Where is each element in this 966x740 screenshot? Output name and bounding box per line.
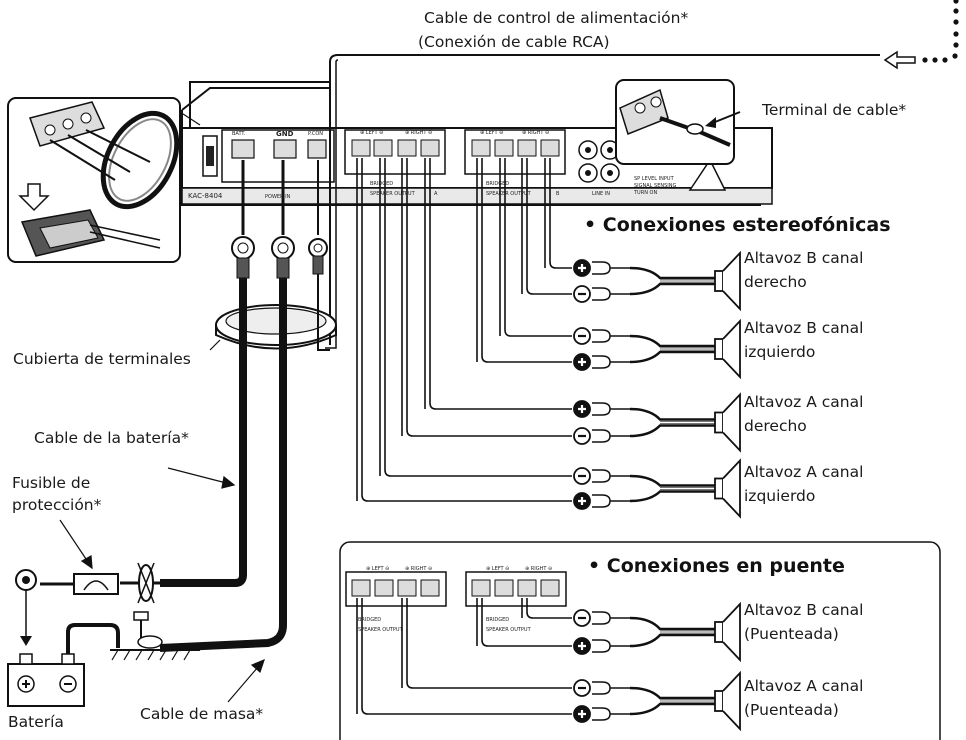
- speaker-a-right-line1: Altavoz A canal: [744, 393, 864, 411]
- fuse-label-line2: protección*: [12, 496, 102, 514]
- terminal-cover-label: Cubierta de terminales: [13, 350, 191, 368]
- bridge-b-left: ⊕ LEFT ⊖: [486, 566, 509, 572]
- block-b-bridged-label: BRIDGED: [486, 181, 509, 187]
- speaker-a-left-line2: izquierdo: [744, 487, 816, 505]
- speaker-b-left-line1: Altavoz B canal: [744, 319, 864, 337]
- cable-terminal-inset: [615, 79, 741, 165]
- negative-terminal-icon: [573, 285, 630, 303]
- battery-cable-label: Cable de la batería*: [34, 429, 189, 447]
- arrow-left-icon: [883, 50, 916, 70]
- batt-terminal: [231, 139, 255, 159]
- speaker-b-right-line2: derecho: [744, 273, 807, 291]
- speaker-icon: [629, 458, 741, 519]
- bridge-section-header: • Conexiones en puente: [588, 555, 845, 577]
- positive-terminal-icon: [573, 492, 630, 510]
- positive-terminal-icon: [573, 400, 630, 418]
- bridge-b-bridged: BRIDGED: [486, 617, 509, 623]
- speaker-icon: [629, 250, 741, 312]
- power-cables: [120, 160, 337, 652]
- sp-level-label: SP LEVEL INPUT: [634, 176, 675, 182]
- battery-label: Batería: [8, 713, 64, 731]
- positive-terminal-icon: [573, 637, 630, 655]
- ground-cable: [159, 278, 287, 652]
- pcon-terminal: [307, 139, 327, 159]
- positive-terminal-icon: [573, 259, 630, 277]
- negative-terminal-icon: [573, 467, 630, 485]
- dotted-connector: [922, 0, 959, 63]
- bridge-speaker-b-line1: Altavoz B canal: [744, 601, 864, 619]
- block-b-left-label: ⊕ LEFT ⊖: [480, 130, 503, 136]
- pcon-label: P.CON: [308, 131, 323, 137]
- turn-on-label: TURN ON: [633, 190, 657, 196]
- signal-sensing-label: SIGNAL SENSING: [634, 183, 677, 189]
- gnd-label: GND: [276, 130, 294, 138]
- block-a-output-label: SPEAKER OUTPUT: [370, 191, 416, 197]
- fuse-icon: [73, 573, 119, 595]
- bridge-speakers: [573, 601, 741, 732]
- block-b-output-label: SPEAKER OUTPUT: [486, 191, 532, 197]
- bridge-block-a: ⊕ LEFT ⊖ ⊕ RIGHT ⊖ BRIDGED SPEAKER OUTPU…: [345, 566, 447, 633]
- block-a-right-label: ⊕ RIGHT ⊖: [405, 130, 432, 136]
- bridge-a-left: ⊕ LEFT ⊖: [366, 566, 389, 572]
- fuse-holder-inset: [7, 97, 201, 263]
- battery-assembly: [7, 562, 200, 707]
- bridge-speaker-a-line2: (Puenteada): [744, 701, 839, 719]
- speaker-icon: [629, 392, 741, 453]
- block-a-left-label: ⊕ LEFT ⊖: [360, 130, 383, 136]
- speaker-wires: [356, 158, 572, 502]
- bridge-a-bridged: BRIDGED: [358, 617, 381, 623]
- speaker-b-right-line1: Altavoz B canal: [744, 249, 864, 267]
- gnd-terminal: [273, 139, 297, 159]
- negative-terminal-icon: [573, 609, 630, 627]
- bridge-speaker-b-line2: (Puenteada): [744, 625, 839, 643]
- line-in-label: LINE IN: [592, 191, 610, 197]
- negative-terminal-icon: [573, 327, 630, 345]
- stereo-section-header: • Conexiones estereofónicas: [584, 214, 891, 236]
- battery-cable: [160, 278, 247, 587]
- ground-bolt: [133, 611, 149, 621]
- block-b-channel-label: B: [556, 191, 560, 197]
- speaker-icon: [629, 601, 741, 663]
- fuse-label-line1: Fusible de: [12, 474, 91, 492]
- callout-lines: [59, 339, 265, 703]
- speaker-icon: [629, 318, 741, 380]
- cable-terminal-label: Terminal de cable*: [762, 101, 907, 119]
- arrow-down-icon: [18, 183, 50, 212]
- speaker-a-right-line2: derecho: [744, 417, 807, 435]
- bridge-a-output: SPEAKER OUTPUT: [358, 627, 404, 633]
- bridge-b-right: ⊕ RIGHT ⊖: [525, 566, 552, 572]
- power-in-label: POWER IN: [265, 194, 291, 200]
- speaker-b-left-line2: izquierdo: [744, 343, 816, 361]
- negative-terminal-icon: [573, 427, 630, 445]
- speaker-a-left-line1: Altavoz A canal: [744, 463, 864, 481]
- block-a-channel-label: A: [434, 191, 438, 197]
- speaker-icon: [629, 670, 741, 732]
- negative-terminal-icon: [573, 679, 630, 697]
- power-control-cable: [329, 54, 880, 345]
- positive-terminal-icon: [573, 353, 630, 371]
- power-control-cable-label: Cable de control de alimentación*: [424, 9, 689, 27]
- block-a-bridged-label: BRIDGED: [370, 181, 393, 187]
- bridge-wires: [356, 598, 572, 715]
- rca-connection-label: (Conexión de cable RCA): [418, 33, 610, 51]
- stereo-speakers: [573, 250, 741, 519]
- model-label: KAC-8404: [188, 192, 223, 200]
- block-b-right-label: ⊕ RIGHT ⊖: [522, 130, 549, 136]
- ground-cable-label: Cable de masa*: [140, 705, 264, 723]
- batt-label: BATT.: [232, 131, 246, 137]
- bridge-b-output: SPEAKER OUTPUT: [486, 627, 532, 633]
- bridge-speaker-a-line1: Altavoz A canal: [744, 677, 864, 695]
- positive-terminal-icon: [573, 705, 630, 723]
- bridge-a-right: ⊕ RIGHT ⊖: [405, 566, 432, 572]
